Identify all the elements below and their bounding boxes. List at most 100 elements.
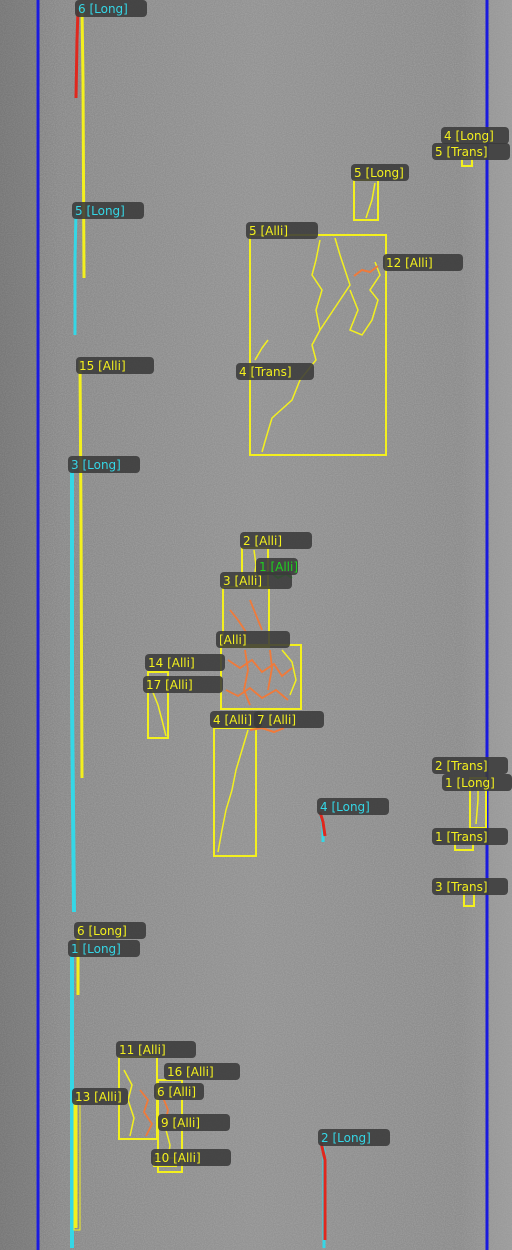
box-alli-mid	[220, 644, 302, 710]
label-bg	[317, 798, 389, 815]
label-text: 4 [Long]	[320, 800, 370, 814]
label-bg	[72, 1088, 128, 1105]
label-l5long: 5 [Long]	[351, 164, 409, 181]
label-l9alli: 9 [Alli]	[158, 1114, 230, 1131]
label-bg	[76, 357, 154, 374]
label-bg	[220, 572, 292, 589]
label-text: 2 [Alli]	[243, 534, 282, 548]
label-text: 1 [Long]	[445, 776, 495, 790]
alli-crack-mid-yellow	[281, 649, 297, 696]
label-text: 16 [Alli]	[167, 1065, 214, 1079]
alli-crack-12	[353, 265, 379, 277]
label-text: 17 [Alli]	[146, 678, 193, 692]
label-bg	[246, 222, 318, 239]
long-crack-2	[318, 1139, 327, 1248]
label-text: 5 [Long]	[354, 166, 404, 180]
label-l5long_l: 5 [Long]	[72, 202, 144, 219]
label-bg	[351, 164, 409, 181]
label-l1trans: 1 [Trans]	[432, 828, 508, 845]
label-l1long_r: 1 [Long]	[442, 774, 512, 791]
label-bg	[441, 127, 509, 144]
long-crack-5-left	[73, 209, 78, 335]
label-bg	[74, 922, 146, 939]
label-l11alli: 11 [Alli]	[116, 1041, 196, 1058]
label-l4alli: 4 [Alli]	[210, 711, 262, 728]
label-bg	[432, 757, 508, 774]
alli-crack-14	[151, 689, 167, 737]
label-bg	[145, 654, 225, 671]
label-bg	[432, 143, 510, 160]
box-14-alli	[147, 671, 169, 739]
label-text: 1 [Alli]	[259, 560, 298, 574]
label-l4long_m: 4 [Long]	[317, 798, 389, 815]
label-text: 9 [Alli]	[161, 1116, 200, 1130]
label-text: 2 [Long]	[321, 1131, 371, 1145]
label-text: 6 [Long]	[77, 924, 127, 938]
label-bg	[318, 1129, 390, 1146]
label-bg	[210, 711, 262, 728]
label-text: 5 [Long]	[75, 204, 125, 218]
label-text: 4 [Trans]	[239, 365, 292, 379]
label-text: [Alli]	[219, 633, 247, 647]
label-bg	[143, 676, 223, 693]
label-bg	[256, 558, 298, 575]
label-l14alli: 14 [Alli]	[145, 654, 225, 671]
crack-5-long	[365, 182, 376, 219]
label-text: 6 [Alli]	[157, 1085, 196, 1099]
label-bg	[116, 1041, 196, 1058]
label-l3long_l: 3 [Long]	[68, 456, 140, 473]
label-l13alli: 13 [Alli]	[72, 1088, 128, 1105]
label-l3trans: 3 [Trans]	[432, 878, 508, 895]
label-bg	[68, 940, 140, 957]
label-text: 14 [Alli]	[148, 656, 195, 670]
label-bg	[68, 456, 140, 473]
label-text: 2 [Trans]	[435, 759, 488, 773]
label-lalli_mid: [Alli]	[216, 631, 290, 648]
label-l2long: 2 [Long]	[318, 1129, 390, 1146]
label-l6long: 6 [Long]	[74, 922, 146, 939]
label-l5trans_r: 5 [Trans]	[432, 143, 510, 160]
label-l15alli: 15 [Alli]	[76, 357, 154, 374]
label-bg	[216, 631, 290, 648]
label-l2trans: 2 [Trans]	[432, 757, 508, 774]
alli-crack-4	[217, 729, 249, 853]
label-bg	[158, 1114, 230, 1131]
alli-crack-mid	[225, 649, 293, 706]
label-text: 7 [Alli]	[257, 713, 296, 727]
label-text: 12 [Alli]	[386, 256, 433, 270]
label-l6alli: 6 [Alli]	[154, 1083, 204, 1100]
label-l17alli: 17 [Alli]	[143, 676, 223, 693]
label-bg	[164, 1063, 240, 1080]
alli-crack-5	[254, 237, 381, 453]
label-bg	[72, 202, 144, 219]
label-lgreenalli: 1 [Alli]	[256, 558, 298, 575]
label-l5alli: 5 [Alli]	[246, 222, 318, 239]
label-text: 13 [Alli]	[75, 1090, 122, 1104]
long-crack-6-top	[74, 7, 86, 279]
label-bg	[383, 254, 463, 271]
label-text: 1 [Trans]	[435, 830, 488, 844]
label-text: 6 [Long]	[78, 2, 128, 16]
label-l6long_top: 6 [Long]	[75, 0, 147, 17]
label-l2alli: 2 [Alli]	[240, 532, 312, 549]
label-bg	[75, 0, 147, 17]
label-bg	[432, 878, 508, 895]
label-text: 3 [Long]	[71, 458, 121, 472]
label-bg	[442, 774, 512, 791]
label-text: 4 [Alli]	[213, 713, 252, 727]
label-text: 11 [Alli]	[119, 1043, 166, 1057]
label-bg	[154, 1083, 204, 1100]
label-bg	[432, 828, 508, 845]
label-l3alli: 3 [Alli]	[220, 572, 292, 589]
label-bg	[236, 363, 314, 380]
label-text: 4 [Long]	[444, 129, 494, 143]
label-text: 10 [Alli]	[154, 1151, 201, 1165]
label-l10alli: 10 [Alli]	[151, 1149, 231, 1166]
label-text: 3 [Alli]	[223, 574, 262, 588]
alli-crack-15-line	[78, 359, 84, 779]
label-l1long_l: 1 [Long]	[68, 940, 140, 957]
label-l4long_r: 4 [Long]	[441, 127, 509, 144]
long-crack-3-left	[70, 462, 76, 913]
